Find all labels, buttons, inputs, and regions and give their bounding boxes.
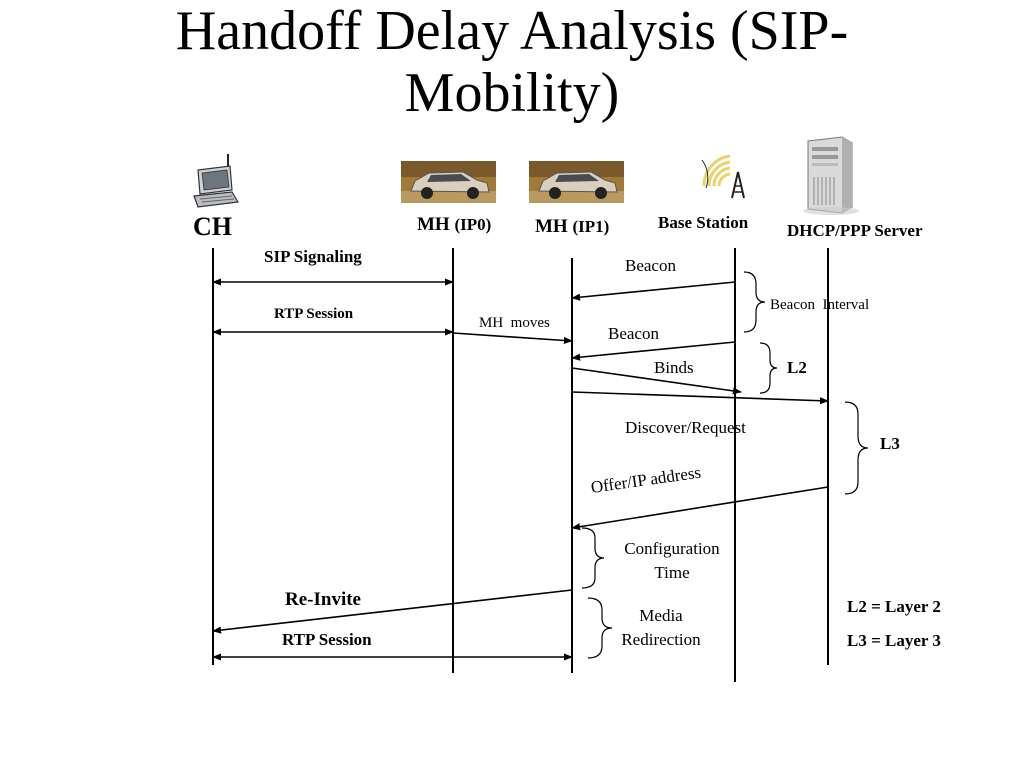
arrow-mh-moves: [452, 332, 573, 345]
label-sip-signaling: SIP Signaling: [264, 247, 362, 266]
configuration-time-line-2: Time: [654, 563, 690, 582]
label-l3-interval: L3: [880, 434, 900, 453]
title-line-1: Handoff Delay Analysis (SIP-: [175, 0, 849, 62]
label-beacon-1: Beacon: [625, 256, 676, 275]
label-binds: Binds: [654, 358, 694, 377]
label-rtp-session-2: RTP Session: [282, 630, 372, 649]
legend-l3: L3 = Layer 3: [847, 631, 941, 650]
entity-label-mh-ip0: MH (IP0): [417, 214, 491, 236]
label-discover-request: Discover/Request: [625, 418, 746, 437]
arrow-offer-ip: [571, 486, 829, 531]
media-redirection-line-2: Redirection: [621, 630, 701, 649]
page-title: Handoff Delay Analysis (SIP- Mobility): [0, 0, 1024, 124]
brace-l3: [844, 401, 869, 495]
laptop-icon: [193, 154, 239, 208]
brace-l2: [759, 342, 778, 394]
label-media-redirection: Media Redirection: [606, 604, 716, 652]
title-line-2: Mobility): [404, 62, 620, 124]
label-l2-interval: L2: [787, 358, 807, 377]
label-beacon-2: Beacon: [608, 324, 659, 343]
entity-label-mh-ip1: MH (IP1): [535, 216, 609, 238]
entity-label-base-station: Base Station: [658, 213, 749, 232]
arrow-beacon-2: [571, 341, 736, 361]
entity-label-ch: CH: [193, 212, 232, 241]
arrow-re-invite: [212, 589, 573, 634]
brace-configuration-time: [581, 527, 605, 589]
arrow-binds: [571, 367, 742, 395]
label-mh-moves: MH moves: [479, 315, 550, 331]
legend-l2: L2 = Layer 2: [847, 597, 941, 616]
car-icon: [401, 161, 496, 203]
mh-ip1-name: MH: [535, 216, 568, 237]
mh-ip0-address: (IP0): [454, 215, 492, 234]
antenna-tower-icon: [701, 154, 745, 199]
label-re-invite: Re-Invite: [285, 589, 361, 610]
server-tower-icon: [803, 136, 859, 215]
configuration-time-line-1: Configuration: [624, 539, 720, 558]
entity-label-dhcp-server: DHCP/PPP Server: [787, 221, 923, 240]
mh-ip0-name: MH: [417, 214, 450, 235]
label-beacon-interval: Beacon Interval: [770, 297, 870, 313]
arrow-beacon-1: [571, 281, 736, 301]
media-redirection-line-1: Media: [639, 606, 683, 625]
label-rtp-session-1: RTP Session: [274, 306, 354, 322]
arrow-discover-request: [571, 391, 829, 405]
car-icon: [529, 161, 624, 203]
label-configuration-time: Configuration Time: [612, 537, 732, 585]
brace-media-redirection: [587, 597, 613, 659]
brace-beacon-interval: [743, 271, 766, 333]
mh-ip1-address: (IP1): [572, 217, 610, 236]
